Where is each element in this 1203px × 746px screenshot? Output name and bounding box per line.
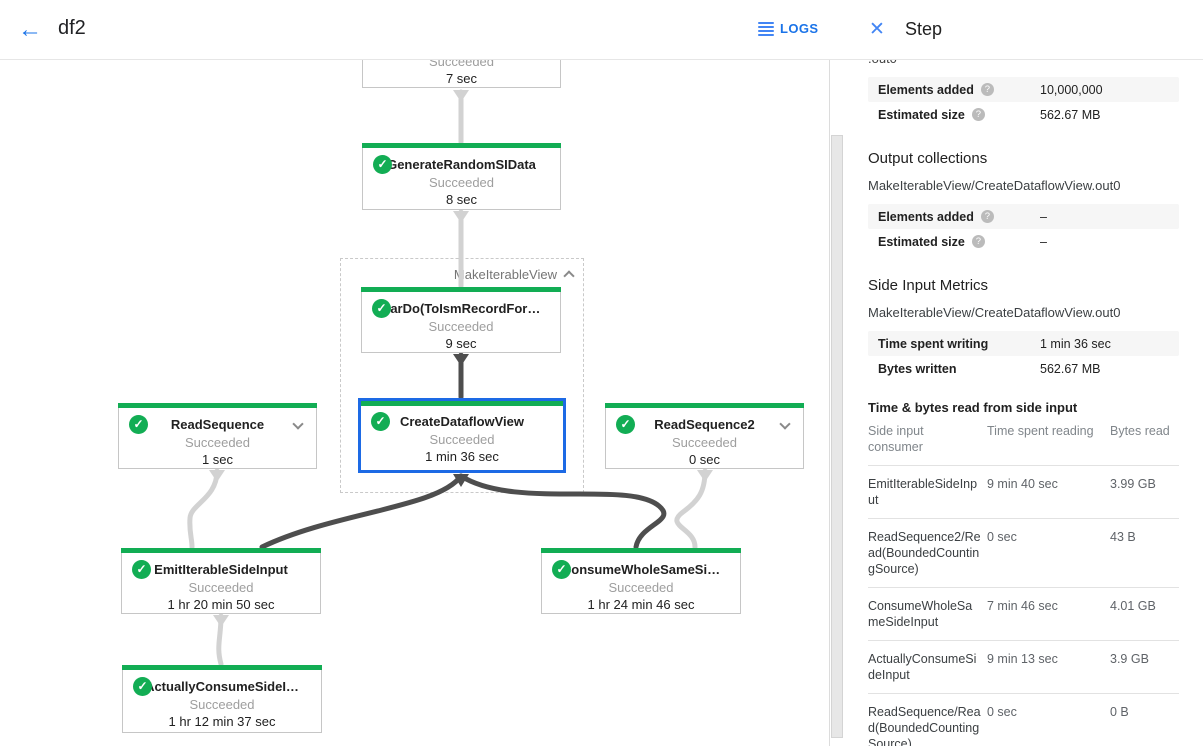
success-check-icon xyxy=(133,677,152,696)
success-check-icon xyxy=(372,299,391,318)
success-check-icon xyxy=(373,155,392,174)
success-check-icon xyxy=(132,560,151,579)
metric-row-time-spent-writing: Time spent writing 1 min 36 sec xyxy=(868,331,1179,356)
side-input-metrics-heading: Side Input Metrics xyxy=(868,277,989,294)
step-node-clipped[interactable]: Succeeded 7 sec xyxy=(362,60,561,88)
step-time: 1 min 36 sec xyxy=(425,449,499,464)
group-label: MakeIterableView xyxy=(453,267,557,282)
help-icon[interactable] xyxy=(971,108,985,121)
step-title: ActuallyConsumeSideI… xyxy=(145,679,299,694)
table-row: ReadSequence2/Read(BoundedCountingSource… xyxy=(868,518,1179,588)
step-node-generaterandomsidata[interactable]: GenerateRandomSIData Succeeded 8 sec xyxy=(362,143,561,210)
logs-label: LOGS xyxy=(780,21,819,37)
status-bar xyxy=(361,401,563,406)
status-bar xyxy=(361,287,561,292)
metric-row-elements-added: Elements added – xyxy=(868,204,1179,229)
step-time: 1 sec xyxy=(201,452,234,467)
step-status: Succeeded xyxy=(189,697,255,712)
logs-button[interactable]: LOGS xyxy=(758,20,818,38)
status-bar xyxy=(541,548,741,553)
job-title: df2 xyxy=(58,17,86,39)
step-status: Succeeded xyxy=(608,580,674,595)
step-node-emititerablesideinput[interactable]: EmitIterableSideInput Succeeded 1 hr 20 … xyxy=(121,548,321,614)
step-node-pardo-toismrecord[interactable]: ParDo(ToIsmRecordFor… Succeeded 9 sec xyxy=(361,287,561,353)
step-time: 1 hr 20 min 50 sec xyxy=(167,597,275,612)
back-arrow-button[interactable] xyxy=(16,16,44,44)
table-row: ConsumeWholeSameSideInput 7 min 46 sec 4… xyxy=(868,587,1179,641)
table-header-row: Side input consumer Time spent reading B… xyxy=(868,417,1179,466)
help-icon[interactable] xyxy=(971,235,985,248)
logs-icon xyxy=(758,20,774,38)
metric-row-elements-added: Elements added 10,000,000 xyxy=(868,77,1179,102)
step-title: ReadSequence2 xyxy=(654,417,755,432)
status-bar xyxy=(605,403,804,408)
step-node-readsequence2[interactable]: ReadSequence2 Succeeded 0 sec xyxy=(605,403,804,469)
step-time: 1 hr 12 min 37 sec xyxy=(168,714,276,729)
step-time: 0 sec xyxy=(688,452,721,467)
step-time: 7 sec xyxy=(445,71,478,86)
step-status: Succeeded xyxy=(188,580,254,595)
status-bar xyxy=(362,143,561,148)
step-status: Succeeded xyxy=(671,435,738,450)
step-time: 1 hr 24 min 46 sec xyxy=(587,597,695,612)
group-toggle-makeiterableview[interactable]: MakeIterableView xyxy=(453,267,575,282)
table-row: EmitIterableSideInput 9 min 40 sec 3.99 … xyxy=(868,465,1179,519)
step-status: Succeeded xyxy=(428,175,495,190)
graph-edges xyxy=(187,89,713,667)
col-time-spent-reading: Time spent reading xyxy=(987,424,1094,438)
side-input-table-heading: Time & bytes read from side input xyxy=(868,400,1078,415)
side-input-collection-path: MakeIterableView/CreateDataflowView.out0 xyxy=(868,305,1121,320)
clipped-collection-path: .out0 xyxy=(868,60,1179,68)
side-input-table: Side input consumer Time spent reading B… xyxy=(868,417,1179,746)
success-check-icon xyxy=(371,412,390,431)
output-collection-path: MakeIterableView/CreateDataflowView.out0 xyxy=(868,178,1121,193)
success-check-icon xyxy=(552,560,571,579)
table-row: ActuallyConsumeSideInput 9 min 13 sec 3.… xyxy=(868,640,1179,694)
metric-row-estimated-size: Estimated size – xyxy=(868,229,1179,254)
metric-row-estimated-size: Estimated size 562.67 MB xyxy=(868,102,1179,127)
step-time: 9 sec xyxy=(445,336,477,351)
success-check-icon xyxy=(129,415,148,434)
step-node-consumewholesamesideinput[interactable]: ConsumeWholeSameSi… Succeeded 1 hr 24 mi… xyxy=(541,548,741,614)
pane-divider xyxy=(829,59,830,746)
step-status: Succeeded xyxy=(428,60,495,69)
status-bar xyxy=(121,548,321,553)
help-icon[interactable] xyxy=(980,83,994,96)
step-title: ParDo(ToIsmRecordFor… xyxy=(381,301,541,316)
step-details-panel: Step .out0 Elements added 10,000,000 Est… xyxy=(845,0,1203,746)
step-node-createdataflowview-selected[interactable]: CreateDataflowView Succeeded 1 min 36 se… xyxy=(358,398,566,473)
step-title: ReadSequence xyxy=(170,417,265,432)
step-panel-title: Step xyxy=(905,19,943,39)
output-collections-heading: Output collections xyxy=(868,150,988,167)
success-check-icon xyxy=(616,415,635,434)
table-row: ReadSequence/Read(BoundedCountingSource)… xyxy=(868,693,1179,746)
col-bytes-read: Bytes read xyxy=(1110,424,1170,438)
step-panel-content: .out0 Elements added 10,000,000 Estimate… xyxy=(845,60,1203,746)
step-title: EmitIterableSideInput xyxy=(154,562,288,577)
step-status: Succeeded xyxy=(429,432,495,447)
status-bar xyxy=(122,665,322,670)
step-panel-header: Step xyxy=(845,0,1203,60)
status-bar xyxy=(118,403,317,408)
step-title: CreateDataflowView xyxy=(399,414,525,429)
job-header: df2 LOGS xyxy=(0,0,845,60)
help-icon[interactable] xyxy=(980,210,994,223)
step-node-readsequence[interactable]: ReadSequence Succeeded 1 sec xyxy=(118,403,317,469)
step-title: GenerateRandomSIData xyxy=(387,157,536,172)
step-status: Succeeded xyxy=(184,435,251,450)
step-time: 8 sec xyxy=(445,192,478,207)
col-side-input-consumer: Side input consumer xyxy=(868,424,924,454)
metric-row-bytes-written: Bytes written 562.67 MB xyxy=(878,361,1101,376)
job-graph-canvas[interactable]: MakeIterableView Succeeded 7 sec Generat… xyxy=(0,60,829,746)
step-title: ConsumeWholeSameSi… xyxy=(561,562,721,577)
close-icon[interactable] xyxy=(865,18,889,42)
step-status: Succeeded xyxy=(428,319,494,334)
graph-scrollbar-thumb[interactable] xyxy=(831,135,843,738)
step-node-actuallyconsumesideinput[interactable]: ActuallyConsumeSideI… Succeeded 1 hr 12 … xyxy=(122,665,322,733)
